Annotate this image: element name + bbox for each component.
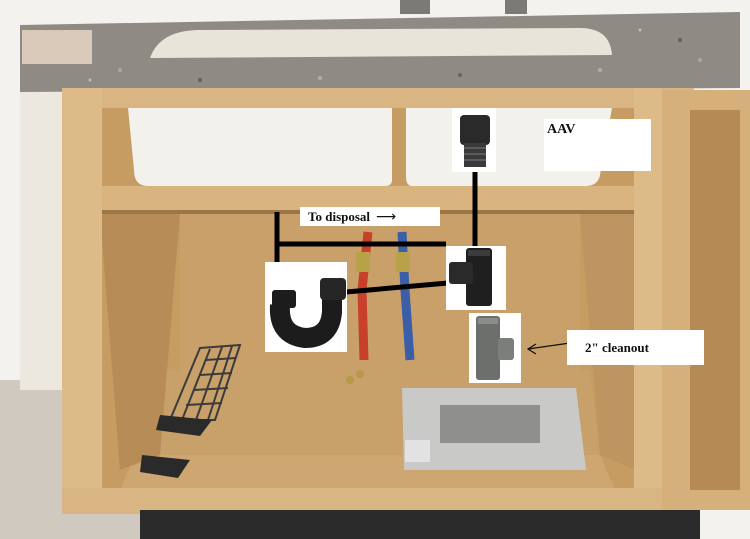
p-trap-fitting: [269, 278, 346, 349]
cleanout-label: 2" cleanout: [567, 330, 704, 365]
faucet-base: [400, 0, 430, 14]
heater-blower: [440, 405, 540, 443]
sink-rim: [150, 28, 612, 58]
cabinet-left-inner-side: [100, 214, 180, 470]
to-disposal-label-text: To disposal: [308, 208, 371, 224]
cleanout-fitting: [476, 316, 514, 380]
trap-arm-line: [345, 280, 449, 295]
cabinet-bottom-rail: [62, 488, 662, 510]
cleanout-label-text: 2" cleanout: [585, 339, 649, 355]
floor-grate: [168, 343, 242, 421]
adjacent-cabinet-interior: [690, 110, 740, 490]
cold-valve: [396, 252, 410, 272]
hot-valve: [356, 252, 370, 272]
sanitary-tee-fitting: [449, 248, 492, 306]
aav-label-text: AAV: [547, 122, 576, 137]
cold-supply-line: [397, 231, 415, 361]
floor-pad-2: [140, 455, 190, 478]
right-arrow-icon: ⟶: [376, 208, 397, 225]
cabinet-left-stile: [62, 88, 102, 508]
faucet-handle: [505, 0, 527, 14]
aav-label: AAV: [544, 119, 651, 171]
heater-label: [405, 440, 430, 462]
counter-item: [22, 30, 92, 64]
cleanout-arrow: [526, 342, 571, 355]
fitting: [356, 370, 364, 378]
to-disposal-label: To disposal ⟶: [300, 207, 440, 226]
floor-pad: [156, 415, 212, 436]
toe-kick: [140, 510, 700, 539]
sink-basin-left: [128, 108, 392, 186]
fitting: [346, 376, 354, 384]
aav-fitting: [460, 115, 490, 167]
